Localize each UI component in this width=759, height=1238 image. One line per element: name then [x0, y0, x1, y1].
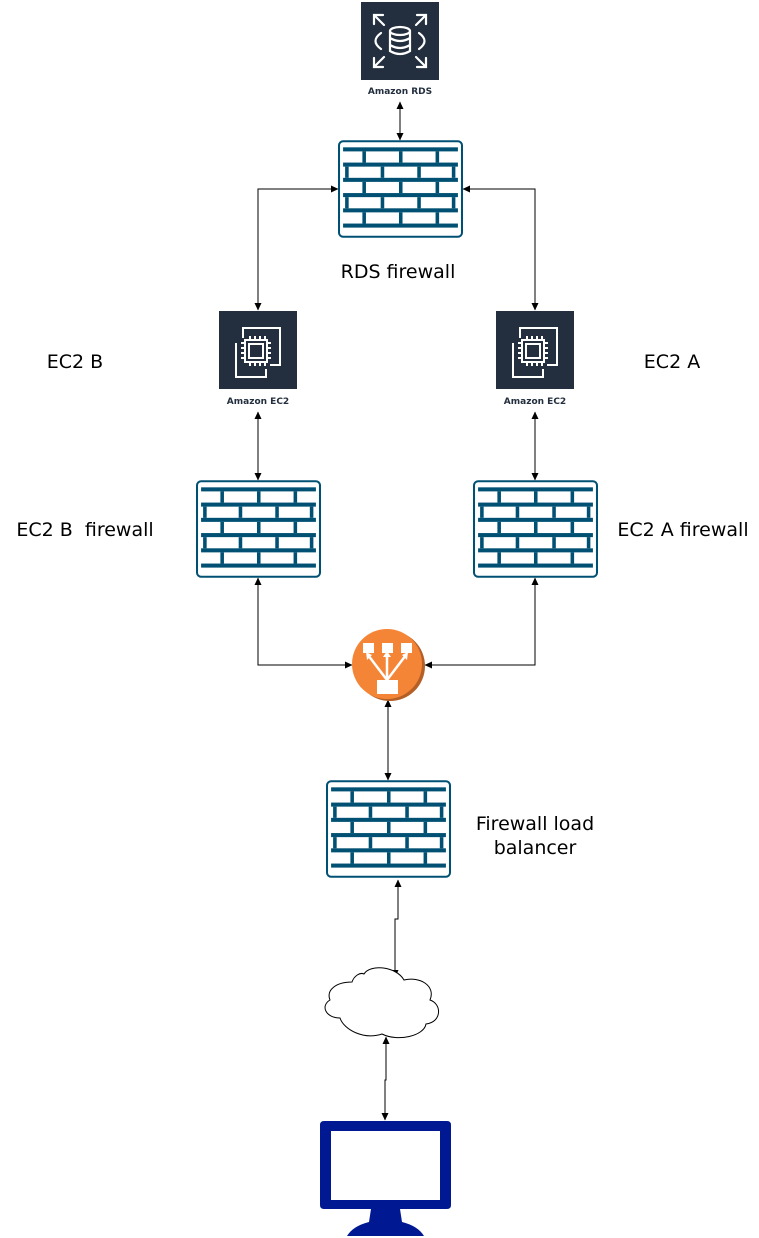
firewall-lb-label-line-1: Firewall load	[476, 813, 594, 835]
cloud-icon	[324, 967, 439, 1039]
rds-firewall-node[interactable]: RDS firewall	[338, 140, 463, 283]
ec2-a-firewall-node[interactable]	[473, 480, 598, 578]
connector-firewall-lb-to-internet	[391, 879, 402, 978]
firewall-load-balancer-node[interactable]	[326, 780, 451, 878]
connector-internet-to-client	[381, 1036, 390, 1121]
ec2-b-node[interactable]: Amazon EC2	[219, 311, 297, 407]
firewall-lb-label-line-2: balancer	[494, 837, 577, 859]
elastic-load-balancer-icon	[352, 629, 425, 701]
connector-rds-firewall-to-ec2-b	[254, 185, 339, 311]
amazon-rds-node[interactable]: Amazon RDS	[361, 2, 439, 97]
connector-rds-firewall-to-ec2-a	[462, 185, 539, 311]
firewall-brick-icon	[326, 780, 451, 878]
rds-database-icon	[361, 2, 439, 80]
client-node[interactable]	[320, 1121, 451, 1236]
ec2-a-name-label: EC2 A	[644, 351, 700, 373]
monitor-icon	[320, 1121, 451, 1236]
ec2-b-firewall-label: EC2 B firewall	[16, 519, 153, 541]
ec2-chip-icon	[219, 311, 297, 389]
ec2-b-service-label: Amazon EC2	[227, 397, 289, 407]
firewall-brick-icon	[338, 140, 463, 238]
rds-service-label: Amazon RDS	[368, 87, 432, 97]
firewall-brick-icon	[196, 480, 321, 578]
ec2-b-name-label: EC2 B	[47, 351, 103, 373]
firewall-brick-icon	[473, 480, 598, 578]
ec2-a-firewall-label: EC2 A firewall	[617, 519, 748, 541]
ec2-a-service-label: Amazon EC2	[504, 397, 566, 407]
connector-ec2-b-firewall-to-load-balancer	[254, 577, 353, 669]
load-balancer-node[interactable]	[352, 629, 425, 701]
ec2-a-node[interactable]: Amazon EC2	[496, 311, 574, 407]
connectors	[254, 101, 539, 1121]
connector-ec2-a-firewall-to-load-balancer	[424, 577, 539, 669]
rds-firewall-label: RDS firewall	[341, 261, 456, 283]
ec2-chip-icon	[496, 311, 574, 389]
internet-node[interactable]	[324, 967, 439, 1039]
ec2-b-firewall-node[interactable]	[196, 480, 321, 578]
